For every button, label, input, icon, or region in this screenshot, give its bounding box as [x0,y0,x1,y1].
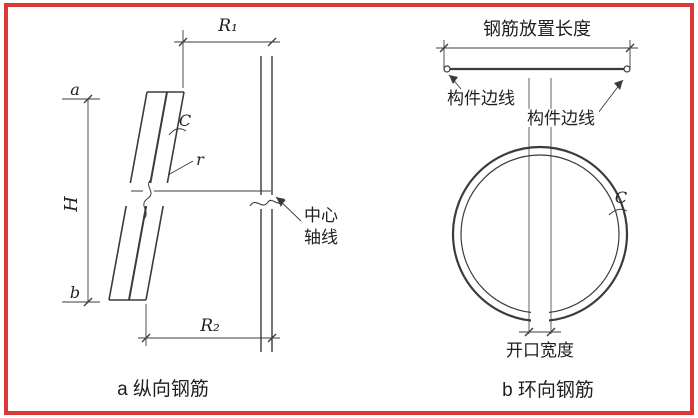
edge-leader-arrowhead-left [449,75,458,84]
edge-label-backing [525,109,599,127]
c-label: C [179,111,191,130]
figure-a-longitudinal [62,30,302,352]
opening-width-label: 开口宽度 [506,341,574,360]
edge-label-bottom: 构件边线 [527,109,595,128]
r-leader-line [167,160,194,176]
level-a-label: a [70,80,80,99]
h-tick-top [83,94,93,104]
r1-tick-left [178,37,188,47]
edge-leader-arrowhead-right [614,80,623,90]
placement-length-label: 钢筋放置长度 [483,19,591,39]
arrowheads [276,75,623,207]
r2-tick-right [267,333,277,343]
opening-width-dimension [519,327,561,337]
c-curve-mark [168,128,187,136]
opening-tick-left [524,327,534,337]
band-break-mask [121,183,175,206]
placement-length-dimension [436,40,638,70]
rebar-end-dot-right [623,65,631,73]
linework [62,30,638,352]
labels: R₁ R₂ H a b C r 中心 轴线 a 纵向钢筋 钢筋放置长度 构件边线… [61,16,627,401]
figure-a-caption: a 纵向钢筋 [117,378,209,400]
r1-tick-right [267,37,277,47]
r2-dimension [138,304,280,346]
r2-label: R₂ [199,316,220,336]
axis-break-mask [251,195,283,209]
rebar-end-dot-left [443,65,451,73]
h-tick-bottom [83,297,93,307]
level-b-label: b [70,283,80,302]
c-label-ring: C [615,188,627,207]
r2-tick-left [141,333,151,343]
edge-label-top: 构件边线 [447,89,515,108]
opening-tick-right [546,327,556,337]
ring-opening-gap [531,311,549,325]
r1-dimension [174,30,280,88]
band-break-squiggle [142,178,153,221]
center-axis-label-line2: 轴线 [304,228,338,247]
figure-b-caption: b 环向钢筋 [502,379,594,401]
center-axis-label-line1: 中心 [304,206,338,225]
r-label: r [196,150,205,169]
frame-border [4,3,694,415]
placement-tick-left [439,43,449,53]
c-curve-mark-ring [608,208,628,216]
figure-b-circumferential [436,40,638,337]
placement-tick-right [625,43,635,53]
h-label: H [61,196,82,213]
h-dimension [62,94,100,307]
axis-callout-arrowhead [276,197,285,207]
r1-label: R₁ [217,16,238,36]
